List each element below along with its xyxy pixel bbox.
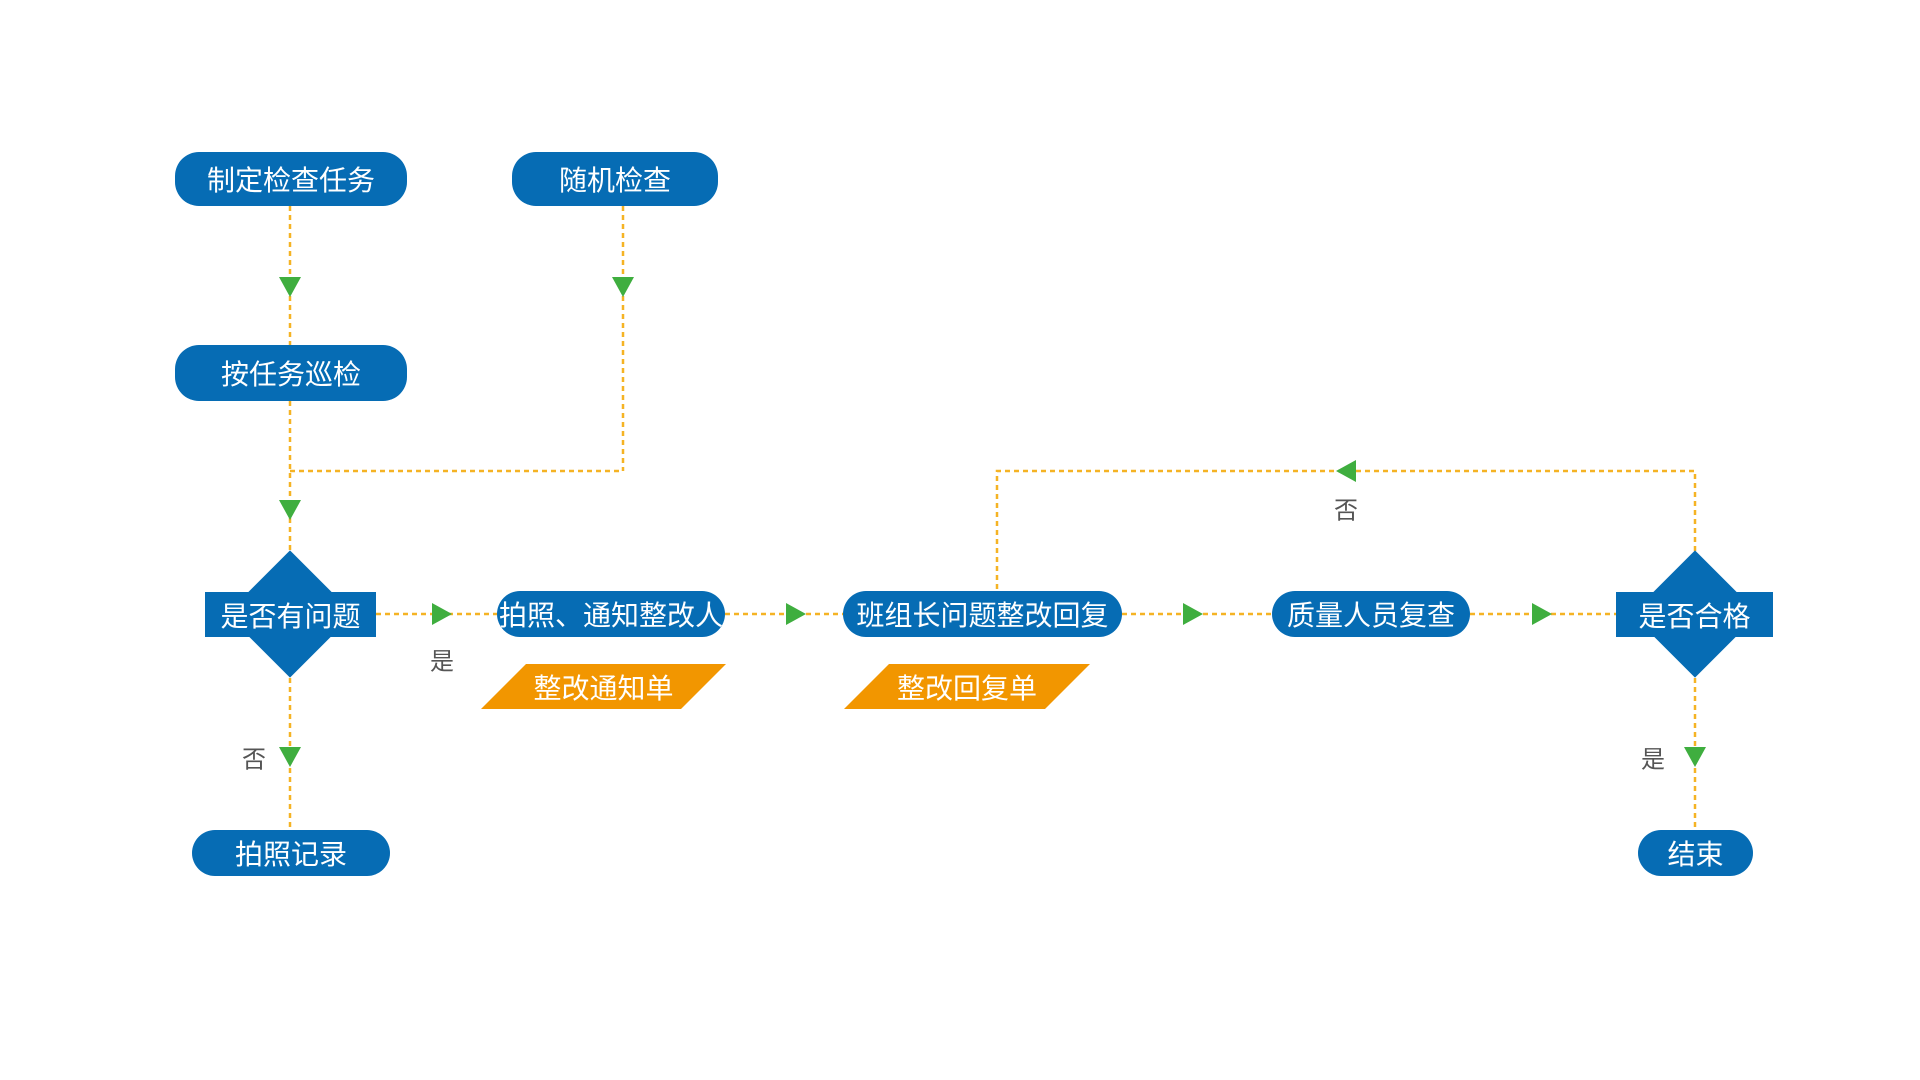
node-label: 质量人员复查: [1286, 599, 1455, 632]
document-label: 整改通知单: [533, 671, 674, 705]
node-label: 是否合格: [1638, 599, 1751, 633]
node-photo-notify[interactable]: 拍照、通知整改人: [497, 591, 725, 637]
document-rectify-notice: 整改通知单: [481, 664, 726, 709]
document-shape-rectify-reply: [844, 664, 1090, 709]
arrow-right-icon: [432, 603, 452, 625]
node-label: 是否有问题: [220, 599, 361, 633]
arrow-down-icon: [1684, 747, 1706, 767]
node-label: 按任务巡检: [220, 358, 361, 391]
node-patrol-by-task[interactable]: 按任务巡检: [175, 345, 407, 401]
node-label: 制定检查任务: [206, 164, 375, 197]
node-has-problem[interactable]: 是否有问题: [205, 592, 376, 637]
node-label: 拍照记录: [234, 838, 347, 871]
arrow-right-icon: [1532, 603, 1552, 625]
edge-label-problem-yes: 是: [430, 647, 454, 676]
arrow-right-icon: [786, 603, 806, 625]
arrow-down-icon: [279, 277, 301, 297]
node-is-qualified[interactable]: 是否合格: [1616, 592, 1773, 637]
edge-label-problem-no: 否: [242, 745, 266, 774]
document-rectify-reply: 整改回复单: [844, 664, 1090, 709]
arrow-down-icon: [612, 277, 634, 297]
node-make-task[interactable]: 制定检查任务: [175, 152, 407, 206]
node-label: 班组长问题整改回复: [856, 599, 1109, 632]
node-photo-record[interactable]: 拍照记录: [192, 830, 390, 876]
edge-label-qualified-no: 否: [1334, 496, 1358, 525]
edge-label-qualified-yes: 是: [1641, 745, 1665, 774]
arrow-left-icon: [1336, 460, 1356, 482]
arrow-down-icon: [279, 500, 301, 520]
node-label: 结束: [1667, 838, 1724, 871]
node-end[interactable]: 结束: [1638, 830, 1753, 876]
node-team-leader-reply[interactable]: 班组长问题整改回复: [843, 591, 1122, 637]
document-label: 整改回复单: [896, 671, 1037, 705]
edge-not-qualified-loop: [995, 469, 1697, 592]
node-quality-recheck[interactable]: 质量人员复查: [1272, 591, 1470, 637]
node-label: 拍照、通知整改人: [498, 599, 723, 632]
node-random-check[interactable]: 随机检查: [512, 152, 718, 206]
document-shape-rectify-notice: [481, 664, 726, 709]
arrow-down-icon: [279, 747, 301, 767]
node-label: 随机检查: [558, 164, 671, 197]
arrow-right-icon: [1183, 603, 1203, 625]
